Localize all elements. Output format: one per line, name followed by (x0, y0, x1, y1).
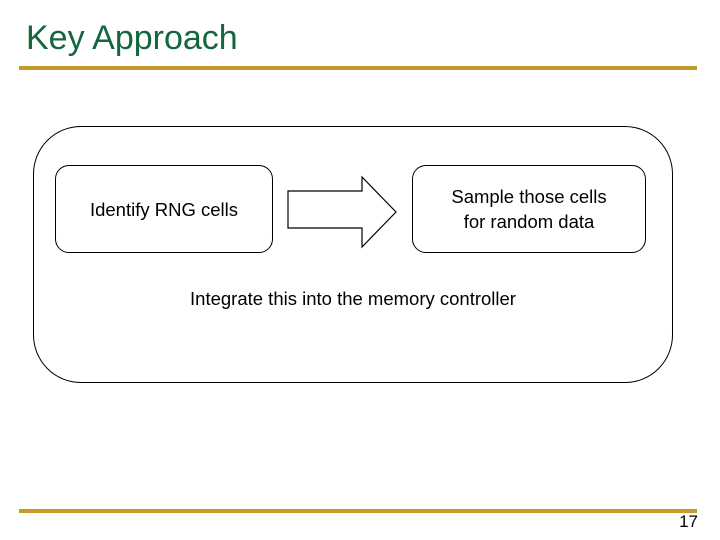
block-arrow-right-icon (286, 175, 398, 249)
process-box-sample-label: Sample those cells for random data (445, 184, 612, 234)
process-box-sample-line-1: Sample those cells (451, 186, 607, 207)
page-title: Key Approach (26, 19, 238, 57)
title-divider (19, 66, 697, 70)
process-box-identify-label: Identify RNG cells (89, 198, 239, 220)
page-number: 17 (679, 512, 698, 531)
process-box-sample-line-2: for random data (463, 211, 595, 232)
footer-divider (19, 509, 697, 513)
process-box-sample-cells[interactable]: Sample those cells for random data (412, 165, 646, 253)
outer-rounded-container (33, 126, 673, 383)
process-box-identify-rng-cells[interactable]: Identify RNG cells (55, 165, 273, 253)
integration-note-text: Integrate this into the memory controlle… (190, 288, 516, 309)
